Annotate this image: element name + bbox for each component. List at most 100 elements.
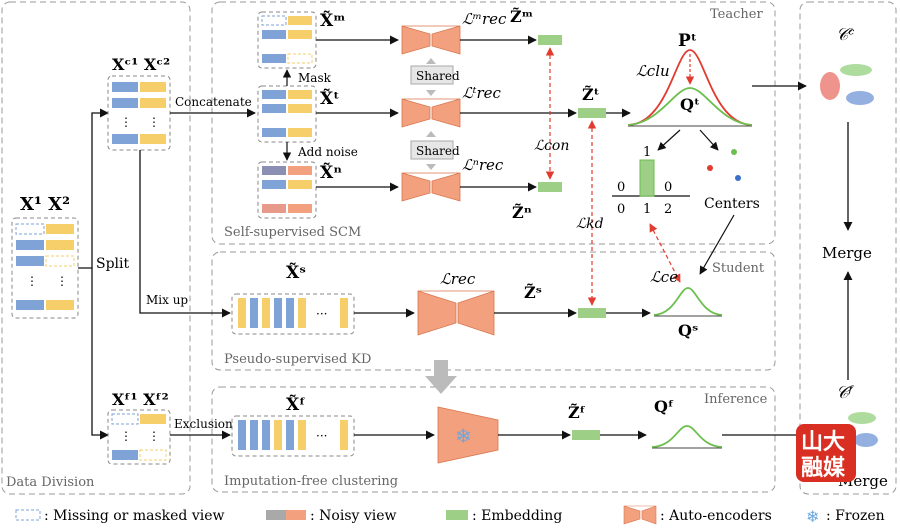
data-division-box xyxy=(1,1,191,495)
legend-missing: : Missing or masked view xyxy=(44,508,224,524)
autoencoder-m xyxy=(401,25,461,55)
frozen-encoder xyxy=(437,406,499,464)
zs-label: Z̃ˢ xyxy=(524,283,542,302)
frozen-icon: ❄ xyxy=(455,424,472,448)
shared-badge-1: Shared xyxy=(410,58,460,96)
embedding-s xyxy=(578,308,606,318)
legend-autoencoder-swatch xyxy=(623,505,657,525)
region-data-division: Data Division xyxy=(6,475,95,490)
autoencoder-n xyxy=(401,172,461,202)
add-noise-label: Add noise xyxy=(297,145,358,159)
svg-text:⋮: ⋮ xyxy=(120,115,132,129)
autoencoder-t xyxy=(401,98,461,128)
region-student: Student xyxy=(712,261,765,276)
watermark-logo: 山大 融媒 xyxy=(796,424,856,482)
xf-matrix: ⋮⋮ xyxy=(107,409,171,465)
teacher-distribution xyxy=(627,49,753,127)
legend-noisy-swatch-gray xyxy=(266,510,286,520)
legend: : Missing or masked view : Noisy view : … xyxy=(15,505,885,526)
xs-label: X̃ˢ xyxy=(286,263,306,283)
zf-label: Z̃ᶠ xyxy=(568,403,586,422)
center-red xyxy=(707,165,713,171)
lce-label: ℒce xyxy=(650,268,678,286)
legend-missing-swatch xyxy=(15,509,41,521)
exclusion-label: Exclusion xyxy=(174,417,233,431)
center-green xyxy=(731,149,737,155)
qt-label: Qᵗ xyxy=(680,95,700,114)
xfv-label: X̃ᶠ xyxy=(286,395,306,415)
lrec-t-label: ℒᵗrec xyxy=(462,84,502,102)
legend-frozen-icon: ❄ xyxy=(806,507,819,526)
bar-value-2: 0 xyxy=(664,180,672,195)
embedding-f xyxy=(572,430,600,440)
cc-label: 𝒞ᶜ xyxy=(836,25,854,45)
svg-text:⋮: ⋮ xyxy=(56,274,68,288)
region-imputation-free: Imputation-free clustering xyxy=(224,474,398,489)
qs-label: Qˢ xyxy=(678,321,698,340)
zm-label: Z̃ᵐ xyxy=(510,7,533,26)
view-f-matrix: ··· xyxy=(231,415,355,457)
region-scm: Self-supervised SCM xyxy=(224,225,361,240)
qf-label: Qᶠ xyxy=(654,397,674,416)
bar-tick-2: 2 xyxy=(664,202,672,217)
inference-distribution xyxy=(651,425,723,449)
transfer-arrow xyxy=(425,360,457,394)
cluster-scatter-f xyxy=(848,412,878,447)
legend-autoencoders: : Auto-encoders xyxy=(660,508,772,524)
pseudo-label-bar: 0 1 0 0 1 2 xyxy=(612,145,690,217)
svg-text:山大: 山大 xyxy=(801,429,845,455)
shared-badge-2: Shared xyxy=(410,131,460,170)
svg-text:···: ··· xyxy=(316,307,327,321)
bar-class-1 xyxy=(639,159,655,197)
legend-embedding: : Embedding xyxy=(472,508,562,524)
merge-label: Merge xyxy=(822,244,872,262)
lrec-n-label: ℒⁿrec xyxy=(462,156,504,174)
cf-label: 𝒞ᶠ xyxy=(836,383,854,403)
xm-label: X̃ᵐ xyxy=(320,11,346,31)
embedding-m xyxy=(538,35,562,45)
region-inference: Inference xyxy=(704,392,768,407)
svg-text:Shared: Shared xyxy=(416,69,460,83)
legend-noisy: : Noisy view xyxy=(310,508,397,524)
bar-value-1: 1 xyxy=(643,145,651,160)
concatenate-label: Concatenate xyxy=(175,95,252,109)
teacher-box xyxy=(211,1,776,245)
region-teacher: Teacher xyxy=(710,7,763,22)
view-m-matrix xyxy=(257,11,317,69)
xf-label: Xᶠ¹ Xᶠ² xyxy=(112,390,169,409)
embedding-n xyxy=(538,182,562,192)
svg-text:⋮: ⋮ xyxy=(148,115,160,129)
legend-embedding-swatch xyxy=(446,510,468,520)
lrec-m-label: ℒᵐrec xyxy=(462,10,507,28)
svg-text:Shared: Shared xyxy=(416,144,460,158)
x1x2-matrix: ⋮⋮ xyxy=(11,217,79,319)
lcon-label: ℒcon xyxy=(534,138,569,154)
mask-label: Mask xyxy=(298,71,332,85)
student-distribution xyxy=(653,287,723,317)
embedding-t xyxy=(578,108,606,118)
view-n-matrix xyxy=(257,161,317,219)
xc-label: Xᶜ¹ Xᶜ² xyxy=(112,55,170,74)
centers-label: Centers xyxy=(704,196,760,212)
lclu-label: ℒclu xyxy=(636,62,670,80)
merge-box xyxy=(799,1,897,495)
legend-noisy-swatch-orange xyxy=(286,510,306,520)
lkd-label: ℒkd xyxy=(576,216,604,232)
legend-frozen: : Frozen xyxy=(826,508,885,524)
center-blue xyxy=(735,175,741,181)
bar-value-0: 0 xyxy=(617,180,625,195)
autoencoder-s xyxy=(417,290,495,336)
svg-text:···: ··· xyxy=(316,429,327,443)
region-kd: Pseudo-supervised KD xyxy=(224,352,371,367)
xc-matrix: ⋮⋮ xyxy=(107,75,171,151)
view-t-matrix xyxy=(257,85,317,143)
split-label: Split xyxy=(96,256,130,272)
svg-text:⋮: ⋮ xyxy=(148,429,160,443)
svg-text:⋮: ⋮ xyxy=(120,429,132,443)
bar-tick-1: 1 xyxy=(643,202,651,217)
xt-label: X̃ᵗ xyxy=(320,89,340,109)
student-box xyxy=(211,251,776,371)
zt-label: Z̃ᵗ xyxy=(582,85,600,104)
x1x2-label: X¹ X² xyxy=(20,194,70,215)
